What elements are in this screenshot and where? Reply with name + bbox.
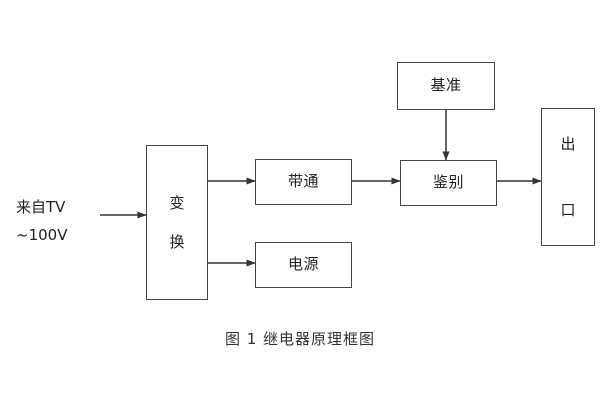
block-output[interactable]: 出 口 xyxy=(541,108,595,246)
block-reference[interactable]: 基准 xyxy=(397,62,495,110)
block-convert[interactable]: 变 换 xyxy=(146,145,208,300)
block-power-label: 电源 xyxy=(287,255,319,274)
block-bandpass[interactable]: 带通 xyxy=(255,159,352,205)
block-power[interactable]: 电源 xyxy=(255,242,352,288)
figure-caption: 图 1 继电器原理框图 xyxy=(224,330,376,348)
block-discriminate[interactable]: 鉴别 xyxy=(400,160,497,206)
input-source-label: 来自TV ~100V xyxy=(16,198,68,244)
block-discriminate-label: 鉴别 xyxy=(432,173,464,192)
block-output-label: 出 口 xyxy=(560,135,576,219)
block-bandpass-label: 带通 xyxy=(287,172,319,191)
block-convert-label: 变 换 xyxy=(169,193,185,251)
block-reference-label: 基准 xyxy=(430,76,462,95)
